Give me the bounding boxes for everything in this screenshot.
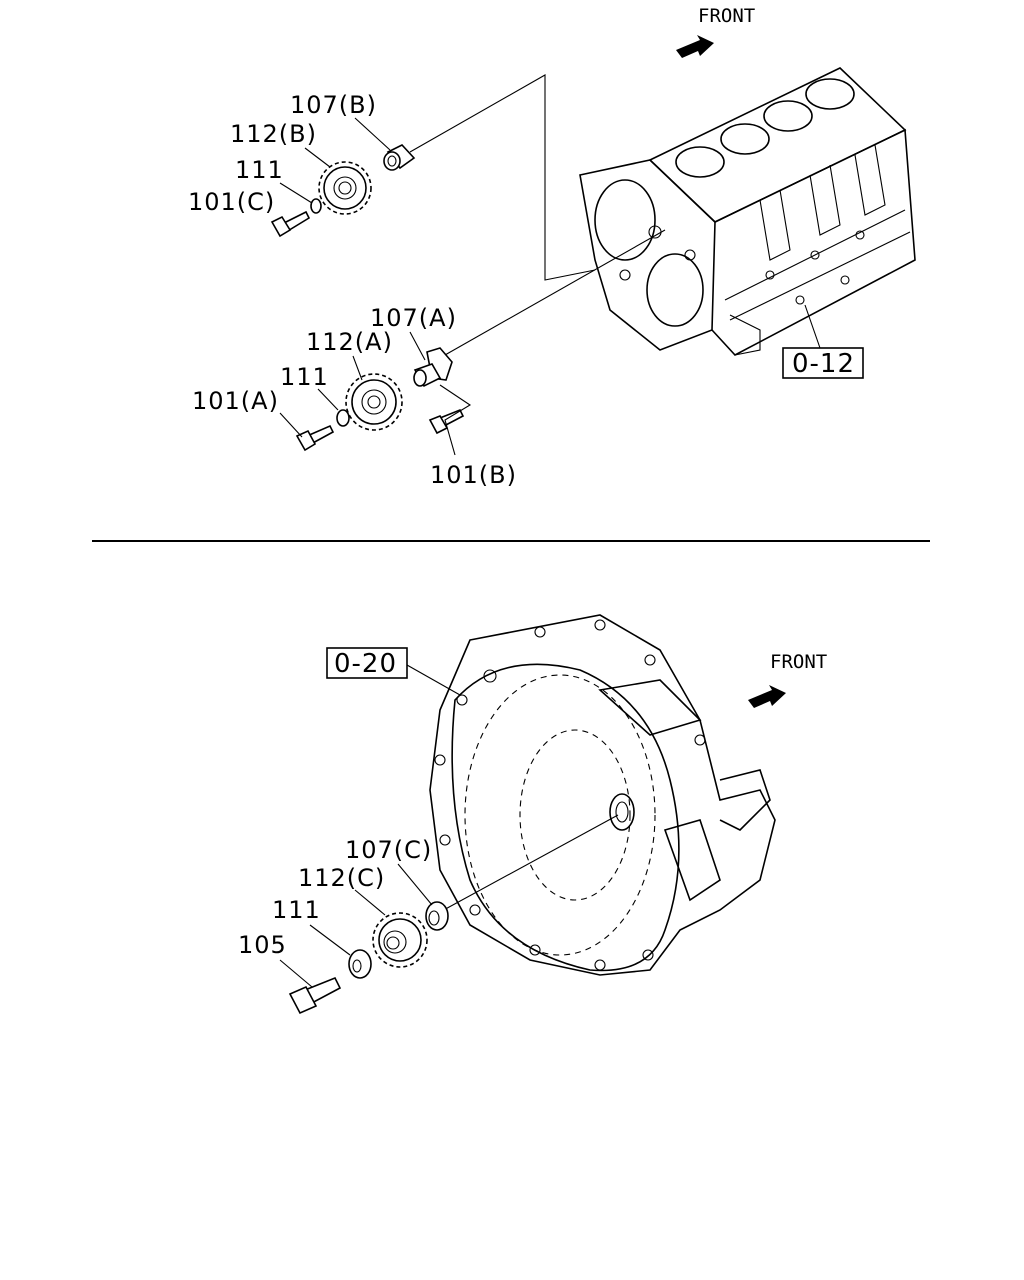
ref-box-0-20-label: 0-20: [334, 649, 397, 679]
leader-111-lower: [317, 388, 339, 411]
ref-box-0-12[interactable]: 0-12: [782, 347, 864, 379]
label-107b: 107(B): [290, 91, 377, 119]
leader-107c: [397, 863, 433, 906]
leader-107b: [354, 117, 391, 151]
part-101b-bolt[interactable]: [428, 408, 465, 435]
leader-107a: [409, 331, 426, 361]
part-101a-bolt[interactable]: [295, 424, 335, 452]
label-112a: 112(A): [306, 328, 393, 356]
part-101c-bolt[interactable]: [270, 210, 311, 238]
part-107c-bushing[interactable]: [425, 901, 449, 931]
label-112b: 112(B): [230, 120, 317, 148]
part-107b-bushing[interactable]: [383, 144, 416, 171]
leader-111-bottom: [309, 924, 351, 956]
leader-101b: [439, 384, 472, 456]
label-101b: 101(B): [430, 461, 517, 489]
cylinder-block: [579, 67, 916, 356]
part-112c-gear[interactable]: [372, 912, 428, 968]
part-111-washer-bottom[interactable]: [348, 949, 372, 979]
top-front-arrow-icon: [676, 35, 714, 58]
top-section: FRONT: [188, 5, 916, 489]
assembly-line-107a: [444, 229, 666, 356]
part-107a-shaft[interactable]: [413, 347, 453, 388]
label-112c: 112(C): [298, 864, 385, 892]
label-101c: 101(C): [188, 188, 275, 216]
assembly-line-107c: [439, 814, 619, 913]
bottom-front-label: FRONT: [770, 651, 827, 673]
bottom-front-arrow-icon: [748, 685, 786, 708]
label-111-bottom: 111: [272, 896, 321, 924]
part-112a-gear[interactable]: [345, 373, 403, 431]
label-107c: 107(C): [345, 836, 432, 864]
bottom-section: FRONT: [238, 614, 827, 1015]
leader-112a: [352, 355, 363, 381]
leader-105: [279, 959, 313, 988]
leader-0-20: [406, 664, 461, 696]
part-112b-gear[interactable]: [318, 161, 372, 215]
label-105: 105: [238, 931, 287, 959]
flywheel-housing: [429, 614, 776, 976]
label-101a: 101(A): [192, 387, 279, 415]
part-105-bolt[interactable]: [288, 976, 342, 1015]
part-111-washer-upper[interactable]: [310, 198, 322, 214]
leader-101a: [279, 412, 303, 438]
leader-112b: [304, 147, 331, 168]
top-front-label: FRONT: [698, 5, 755, 27]
label-111-lower: 111: [280, 363, 329, 391]
assembly-line-107b: [409, 74, 596, 281]
part-111-washer-lower[interactable]: [336, 409, 350, 427]
leader-112c: [354, 889, 386, 916]
label-107a: 107(A): [370, 304, 457, 332]
label-111-upper: 111: [235, 156, 284, 184]
ref-box-0-12-label: 0-12: [792, 349, 855, 379]
ref-box-0-20[interactable]: 0-20: [326, 647, 408, 679]
leader-111-upper: [279, 182, 313, 204]
leader-0-12: [804, 304, 821, 349]
